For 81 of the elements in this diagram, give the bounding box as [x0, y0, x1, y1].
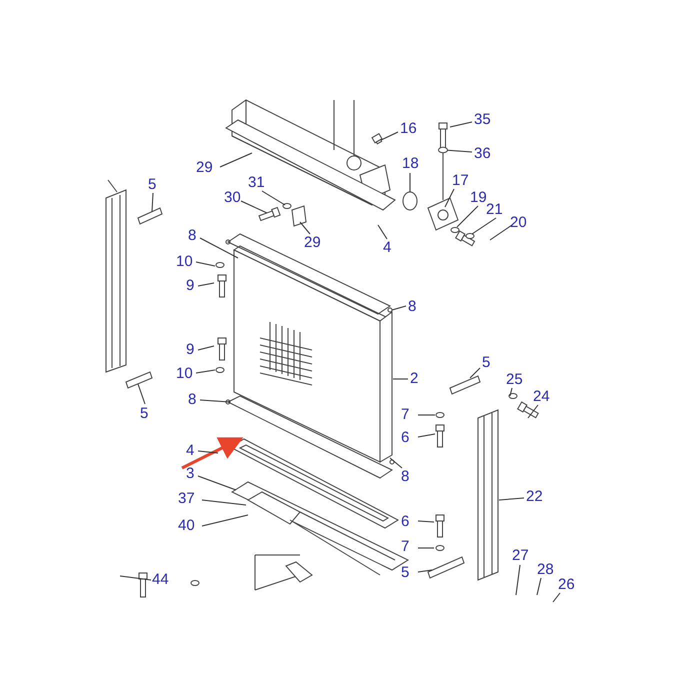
leader-line	[516, 564, 520, 596]
callout-number: 29	[196, 160, 213, 175]
leader-line	[198, 450, 218, 454]
callout-number: 2	[410, 371, 418, 386]
washer	[438, 146, 448, 154]
leader-line	[152, 192, 154, 212]
leader-line	[472, 218, 496, 234]
leader-line	[198, 282, 214, 286]
callout-number: 36	[474, 146, 491, 161]
leader-line	[220, 152, 252, 168]
callout-number: 4	[186, 443, 194, 458]
leader-line	[300, 222, 310, 234]
leader-line	[418, 570, 432, 572]
callout-number: 19	[470, 190, 487, 205]
callout-number: 37	[178, 491, 195, 506]
callout-number: 8	[188, 228, 196, 243]
leader-line	[418, 414, 436, 416]
callout-number: 8	[188, 392, 196, 407]
callout-number: 3	[186, 466, 194, 481]
leader-line	[200, 400, 230, 402]
leader-line	[198, 346, 214, 350]
leader-line	[202, 514, 248, 526]
leader-line	[240, 200, 268, 214]
callout-number: 27	[512, 548, 529, 563]
callout-number: 35	[474, 112, 491, 127]
leader-line	[138, 384, 146, 404]
leader-line	[450, 122, 472, 128]
callout-number: 5	[148, 177, 156, 192]
callout-number: 28	[537, 562, 554, 577]
callout-number: 9	[186, 278, 194, 293]
leader-line	[196, 370, 216, 374]
leader-line	[262, 190, 286, 206]
callout-number: 24	[533, 389, 550, 404]
callout-number: 20	[510, 215, 527, 230]
callout-number: 21	[486, 202, 503, 217]
callout-number: 8	[401, 469, 410, 484]
leader-line	[390, 458, 402, 468]
callout-number: 4	[383, 240, 392, 255]
callout-number: 30	[224, 190, 241, 205]
leader-line	[380, 132, 398, 140]
leader-line	[392, 306, 406, 310]
leader-line	[444, 188, 454, 208]
callout-number: 26	[558, 577, 575, 592]
callout-number: 10	[176, 254, 193, 269]
callout-number: 7	[401, 539, 410, 554]
leader-line	[198, 476, 236, 490]
callout-number: 10	[176, 366, 193, 381]
callout-number: 18	[402, 156, 419, 171]
callout-number: 16	[400, 121, 417, 136]
leader-line	[456, 206, 478, 228]
callout-number: 6	[401, 430, 410, 445]
leader-line	[418, 434, 436, 438]
leader-line	[392, 378, 408, 380]
callout-number: 29	[304, 235, 321, 250]
callout-number: 8	[408, 299, 416, 314]
callout-number: 44	[152, 572, 169, 587]
callout-number: 5	[140, 406, 148, 421]
leader-line	[536, 578, 542, 596]
leader-line	[378, 224, 388, 240]
callout-number: 17	[452, 173, 469, 188]
leader-line	[490, 224, 512, 240]
leader-line	[196, 262, 216, 266]
leader-line	[470, 368, 480, 378]
callout-number: 31	[248, 175, 265, 190]
leader-line	[418, 520, 434, 522]
callout-number: 7	[401, 407, 410, 422]
leader-line	[120, 576, 152, 580]
callout-number: 40	[178, 518, 195, 533]
callout-number: 22	[526, 489, 543, 504]
leader-line	[510, 388, 512, 396]
leader-line	[552, 592, 560, 602]
leader-line	[528, 404, 538, 418]
leader-line	[200, 238, 238, 258]
callout-number: 6	[401, 514, 410, 529]
leader-line	[498, 498, 524, 500]
callout-number: 5	[401, 565, 410, 580]
callout-number: 9	[186, 342, 194, 357]
leader-line	[202, 500, 246, 506]
callout-number: 25	[506, 372, 523, 387]
leader-line	[447, 150, 472, 152]
callout-number: 5	[482, 355, 490, 370]
